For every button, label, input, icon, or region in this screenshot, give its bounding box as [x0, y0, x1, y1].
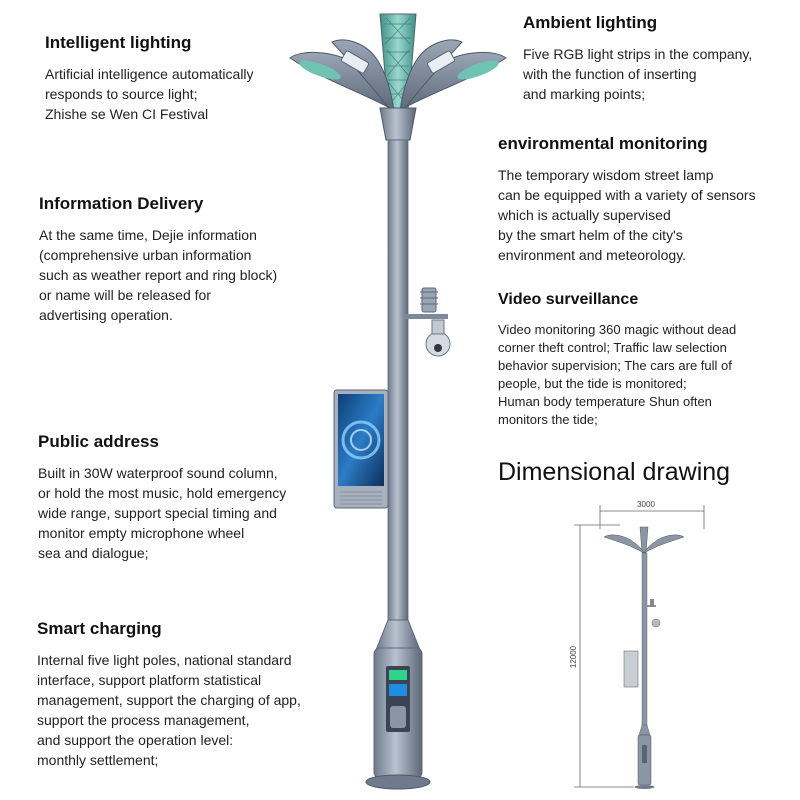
environmental-monitoring-title: environmental monitoring [498, 134, 708, 153]
smart-charging-title: Smart charging [37, 619, 162, 638]
section-smart-charging: Smart charging Internal five light poles… [37, 618, 301, 770]
environmental-monitoring-body: The temporary wisdom street lamp can be … [498, 167, 756, 263]
section-public-address: Public address Built in 30W waterproof s… [38, 431, 286, 563]
ambient-lighting-body: Five RGB light strips in the company, wi… [523, 46, 753, 102]
public-address-body: Built in 30W waterproof sound column, or… [38, 465, 287, 561]
intelligent-lighting-title: Intelligent lighting [45, 33, 192, 52]
information-delivery-body: At the same time, Dejie information (com… [39, 227, 278, 323]
pole-shaft [387, 139, 409, 641]
video-surveillance-body: Video monitoring 360 magic without dead … [498, 322, 737, 427]
section-environmental-monitoring: environmental monitoring The temporary w… [498, 133, 756, 265]
ambient-lighting-title: Ambient lighting [523, 13, 658, 32]
lamp-collar [379, 107, 417, 141]
crystal-pattern [384, 17, 412, 107]
section-video-surveillance: Video surveillance Video monitoring 360 … [498, 289, 736, 429]
charging-port [390, 706, 406, 728]
height-dimension-label: 12000 [569, 645, 578, 668]
pole-base-cone [375, 619, 421, 651]
smart-charging-body: Internal five light poles, national stan… [37, 652, 301, 768]
display-screen [338, 394, 384, 486]
camera-arm [404, 314, 448, 319]
section-ambient-lighting: Ambient lighting Five RGB light strips i… [523, 12, 752, 104]
dimensional-drawing: 3000 12000 [569, 500, 705, 789]
dimensional-drawing-title: Dimensional drawing [498, 458, 731, 486]
ambient-strip-left [299, 60, 341, 80]
weather-sensor [421, 287, 437, 313]
public-address-title: Public address [38, 432, 159, 451]
width-dimension-label: 3000 [637, 500, 655, 509]
led-panel-left [340, 50, 370, 74]
led-panel-right [426, 50, 456, 74]
intelligent-lighting-body: Artificial intelligence automatically re… [45, 66, 254, 122]
ambient-strip-right [457, 60, 499, 80]
information-delivery-title: Information Delivery [39, 194, 204, 213]
section-information-delivery: Information Delivery At the same time, D… [39, 193, 277, 325]
video-surveillance-title: Video surveillance [498, 291, 639, 308]
pole-footplate [365, 774, 431, 790]
section-intelligent-lighting: Intelligent lighting Artificial intellig… [45, 32, 254, 124]
